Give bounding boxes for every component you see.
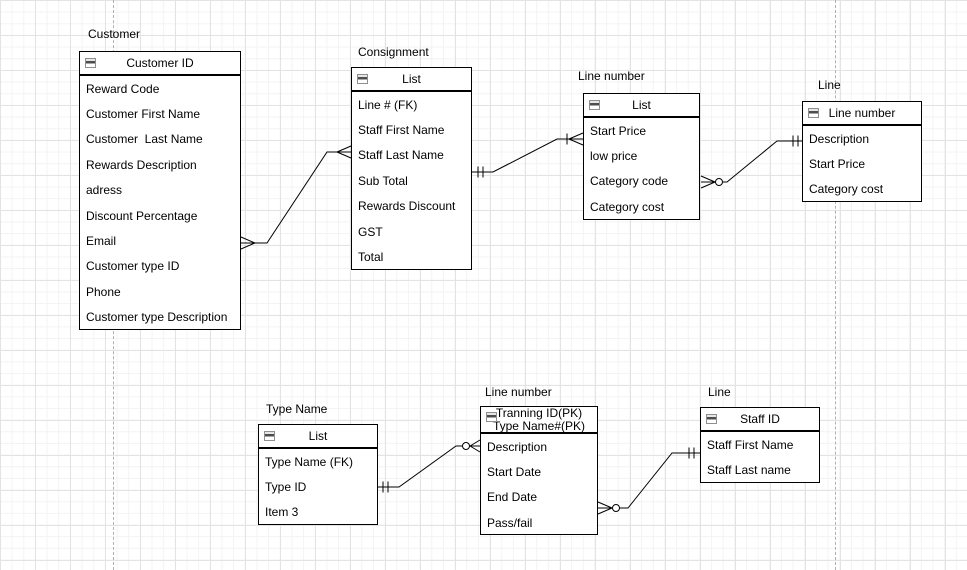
entity-row[interactable]: Discount Percentage: [86, 208, 198, 223]
label-line-number-top[interactable]: Line number: [578, 69, 645, 83]
entity-row[interactable]: Email: [86, 234, 117, 249]
table-icon: [85, 58, 96, 68]
connector-typename-tranning[interactable]: [378, 439, 481, 493]
entity-row[interactable]: Category code: [590, 174, 669, 189]
entity-row[interactable]: Staff Last Name: [358, 148, 444, 163]
label-customer[interactable]: Customer: [88, 27, 141, 41]
entity-line-number-bottom[interactable]: Tranning ID(PK) Type Name#(PK) Descripti…: [480, 406, 598, 535]
entity-row[interactable]: Customer First Name: [86, 107, 201, 122]
entity-line-top-header[interactable]: Line number: [803, 102, 921, 126]
entity-row[interactable]: Type Name (FK): [265, 454, 354, 469]
entity-title: Line number: [828, 106, 896, 120]
cardinality-zero-icon: [462, 442, 470, 450]
entity-row[interactable]: adress: [86, 183, 123, 198]
entity-type-name[interactable]: List Type Name (FK) Type ID Item 3: [258, 424, 378, 525]
cardinality-one-icon: [792, 135, 799, 147]
entity-title: List: [632, 98, 651, 112]
connector-linenumber-line[interactable]: [700, 135, 802, 189]
entity-row[interactable]: Total: [358, 250, 384, 265]
entity-row[interactable]: Line # (FK): [358, 97, 418, 112]
entity-row[interactable]: Pass/fail: [487, 515, 533, 530]
entity-row[interactable]: Reward Code: [86, 81, 160, 96]
label-line-top[interactable]: Line: [818, 78, 841, 92]
entity-title: Staff ID: [740, 412, 780, 426]
entity-consignment[interactable]: List Line # (FK) Staff First Name Staff …: [351, 67, 472, 270]
table-icon: [706, 414, 717, 424]
entity-line-number-bottom-header[interactable]: Tranning ID(PK) Type Name#(PK): [481, 405, 597, 434]
entity-row[interactable]: Start Price: [590, 123, 647, 138]
entity-row[interactable]: low price: [590, 149, 638, 164]
entity-row[interactable]: Description: [487, 439, 548, 454]
entity-row[interactable]: Staff Last name: [707, 463, 791, 478]
crows-foot-many-icon: [469, 439, 481, 453]
entity-row[interactable]: Phone: [86, 284, 121, 299]
table-icon: [486, 412, 497, 422]
crows-foot-many-icon: [597, 501, 613, 515]
entity-row[interactable]: Staff First Name: [358, 123, 445, 138]
entity-line-number-top-header[interactable]: List: [584, 94, 699, 118]
entity-line-number-top[interactable]: List Start Price low price Category code…: [583, 93, 700, 220]
entity-row[interactable]: Customer type ID: [86, 259, 180, 274]
table-icon: [589, 100, 600, 110]
crows-foot-many-icon: [700, 175, 716, 189]
cardinality-zero-icon: [715, 178, 723, 186]
cardinality-one-icon: [688, 447, 695, 459]
entity-row[interactable]: Sub Total: [358, 173, 408, 188]
entity-row[interactable]: Rewards Description: [86, 157, 197, 172]
entity-row[interactable]: Start Price: [809, 157, 866, 172]
entity-row[interactable]: Item 3: [265, 505, 299, 520]
table-icon: [264, 431, 275, 441]
entity-row[interactable]: End Date: [487, 490, 538, 505]
entity-title: List: [308, 429, 328, 443]
label-line-bottom[interactable]: Line: [708, 385, 731, 399]
entity-line-top[interactable]: Line number Description Start Price Cate…: [802, 101, 922, 202]
label-type-name[interactable]: Type Name: [266, 402, 328, 416]
table-icon: [808, 108, 819, 118]
entity-customer[interactable]: Customer ID Reward Code Customer First N…: [79, 51, 241, 330]
entity-row[interactable]: Rewards Discount: [358, 199, 456, 214]
page-guide-right: [835, 0, 836, 570]
entity-row[interactable]: Start Date: [487, 465, 542, 480]
cardinality-zero-icon: [612, 504, 620, 512]
connector-customer-consignment[interactable]: [240, 145, 352, 250]
table-icon: [357, 74, 368, 84]
entity-row[interactable]: GST: [358, 224, 383, 239]
connector-consignment-linenumber[interactable]: [472, 132, 584, 178]
entity-title-line1: Tranning ID(PK): [495, 405, 583, 420]
cardinality-one-icon: [382, 481, 389, 493]
entity-title: Customer ID: [126, 56, 194, 70]
entity-row[interactable]: Category cost: [590, 199, 665, 214]
cardinality-one-icon: [477, 166, 484, 178]
entity-row[interactable]: Customer Last Name: [86, 132, 203, 147]
crows-foot-many-icon: [336, 145, 352, 159]
entity-line-bottom-header[interactable]: Staff ID: [701, 408, 819, 432]
entity-row[interactable]: Type ID: [265, 480, 307, 495]
entity-row[interactable]: Customer type Description: [86, 310, 228, 325]
entity-consignment-header[interactable]: List: [352, 68, 471, 92]
entity-row[interactable]: Category cost: [809, 182, 884, 197]
entity-line-bottom[interactable]: Staff ID Staff First Name Staff Last nam…: [700, 407, 820, 483]
crows-foot-many-icon: [240, 236, 256, 250]
entity-title: List: [402, 72, 421, 86]
label-line-number-bottom[interactable]: Line number: [485, 385, 552, 399]
crows-foot-many-icon: [568, 132, 584, 146]
entity-title-line2: Type Name#(PK): [492, 418, 586, 433]
entity-row[interactable]: Description: [809, 131, 870, 146]
connector-tranning-staff[interactable]: [597, 447, 700, 515]
label-consignment[interactable]: Consignment: [358, 45, 429, 59]
entity-type-name-header[interactable]: List: [259, 425, 377, 449]
entity-customer-header[interactable]: Customer ID: [80, 52, 240, 76]
entity-row[interactable]: Staff First Name: [707, 437, 794, 452]
